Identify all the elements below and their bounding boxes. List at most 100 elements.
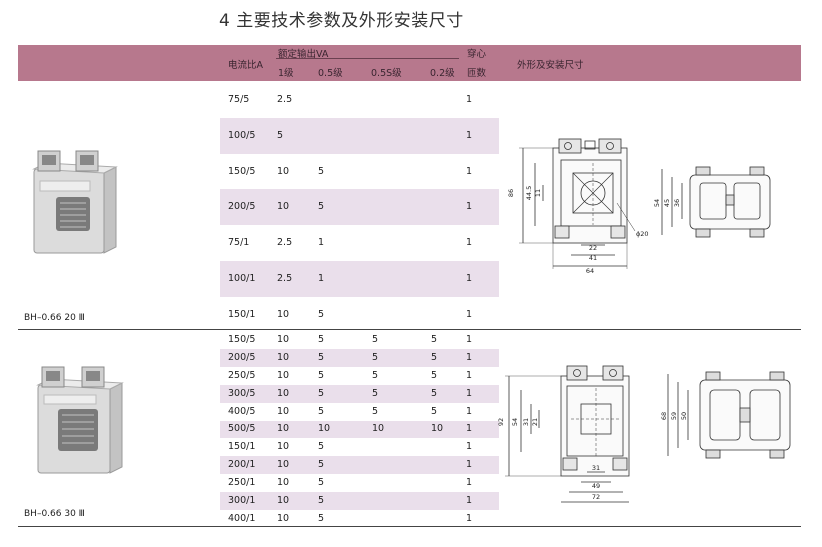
table-cell: 1 — [466, 369, 473, 381]
table-cell: 10 — [277, 333, 290, 345]
table-cell: 5 — [372, 405, 379, 417]
dim-d2: 11 — [534, 189, 542, 197]
table-cell: 300/1 — [228, 495, 256, 507]
table-cell: 1 — [466, 387, 473, 399]
table-cell: 10 — [277, 512, 290, 524]
table-cell: 10 — [277, 423, 290, 435]
table-cell: 200/5 — [228, 351, 256, 363]
table-cell: 5 — [318, 495, 325, 507]
table-cell: 5 — [318, 405, 325, 417]
table-cell: 250/1 — [228, 477, 256, 489]
table-cell: 1 — [466, 441, 473, 453]
table-cell: 5 — [318, 351, 325, 363]
table-cell: 1 — [466, 93, 473, 105]
table-cell: 1 — [466, 201, 473, 213]
dim-d5: 49 — [592, 482, 600, 490]
table-cell: 150/1 — [228, 308, 256, 320]
table-cell: 10 — [277, 308, 290, 320]
table-cell: 1 — [466, 495, 473, 507]
table-cell: 10 — [277, 495, 290, 507]
header-class-02: 0.2级 — [430, 68, 455, 79]
dimension-drawing-20-front: 86 44.5 11 22 41 64 ϕ20 — [507, 138, 649, 275]
table-cell: 5 — [431, 405, 438, 417]
table-cell: 1 — [466, 423, 473, 435]
table-cell: 1 — [466, 333, 473, 345]
table-cell: 5 — [318, 459, 325, 471]
table-cell: 10 — [277, 351, 290, 363]
header-subrule — [276, 58, 459, 59]
table-cell: 1 — [318, 272, 325, 284]
table-cell: 5 — [431, 369, 438, 381]
dim-phi: ϕ20 — [636, 230, 649, 238]
table-cell: 150/5 — [228, 333, 256, 345]
transformer-photo-20 — [32, 150, 118, 254]
table-bottom-rule — [18, 526, 801, 527]
table-cell: 75/5 — [228, 93, 250, 105]
table-cell: 5 — [318, 165, 325, 177]
table-cell: 1 — [318, 237, 325, 249]
table-cell: 5 — [372, 387, 379, 399]
table-cell: 5 — [318, 477, 325, 489]
header-class-05: 0.5级 — [318, 68, 343, 79]
row-band — [220, 348, 499, 367]
dim-d1: 54 — [511, 418, 519, 426]
dim-height: 86 — [507, 189, 515, 197]
table-cell: 10 — [431, 423, 444, 435]
table-cell: 5 — [431, 387, 438, 399]
dim-side2: 59 — [670, 412, 678, 420]
table-cell: 100/1 — [228, 272, 256, 284]
row-band — [220, 492, 499, 510]
table-cell: 250/5 — [228, 369, 256, 381]
dim-side2: 45 — [663, 199, 671, 207]
dim-d5: 64 — [586, 267, 594, 275]
dim-side1: 54 — [653, 199, 661, 207]
header-ratio: 电流比A — [228, 60, 263, 71]
dim-side3: 50 — [680, 412, 688, 420]
table-cell: 5 — [318, 308, 325, 320]
table-cell: 2.5 — [277, 93, 293, 105]
table-cell: 1 — [466, 308, 473, 320]
dimension-drawing-20-side: 54 45 36 — [653, 166, 771, 238]
table-cell: 5 — [372, 351, 379, 363]
row-band — [220, 189, 499, 226]
table-cell: 1 — [466, 129, 473, 141]
row-band — [220, 384, 499, 403]
table-cell: 2.5 — [277, 272, 293, 284]
dim-d4: 41 — [589, 254, 597, 262]
table-cell: 200/1 — [228, 459, 256, 471]
header-rated-output: 额定输出VA — [278, 49, 329, 60]
table-cell: 10 — [277, 477, 290, 489]
table-cell: 2.5 — [277, 237, 293, 249]
header-turns-1: 穿心 — [467, 49, 487, 60]
section-divider — [18, 329, 801, 330]
table-cell: 300/5 — [228, 387, 256, 399]
table-cell: 1 — [466, 405, 473, 417]
dim-height: 92 — [497, 418, 505, 426]
dim-d1: 44.5 — [525, 186, 533, 200]
table-header — [18, 45, 801, 81]
header-class-1: 1级 — [278, 68, 294, 79]
table-cell: 1 — [466, 272, 473, 284]
header-turns-2: 匝数 — [467, 68, 487, 79]
table-cell: 10 — [277, 369, 290, 381]
table-cell: 1 — [466, 351, 473, 363]
table-cell: 5 — [318, 333, 325, 345]
row-band — [220, 456, 499, 475]
table-cell: 10 — [277, 387, 290, 399]
header-dimensions: 外形及安装尺寸 — [517, 60, 584, 71]
dim-d2: 31 — [522, 418, 530, 426]
page-title: 4 主要技术参数及外形安装尺寸 — [219, 11, 464, 31]
table-cell: 5 — [372, 369, 379, 381]
table-cell: 5 — [431, 333, 438, 345]
table-cell: 200/5 — [228, 201, 256, 213]
table-cell: 10 — [277, 165, 290, 177]
table-cell: 1 — [466, 512, 473, 524]
table-cell: 5 — [372, 333, 379, 345]
dim-d4: 31 — [592, 464, 600, 472]
table-cell: 1 — [466, 237, 473, 249]
table-cell: 1 — [466, 477, 473, 489]
row-band — [220, 420, 499, 439]
dimension-drawing-30-front: 92 54 31 21 31 49 72 — [497, 365, 630, 503]
table-cell: 500/5 — [228, 423, 256, 435]
table-cell: 150/1 — [228, 441, 256, 453]
